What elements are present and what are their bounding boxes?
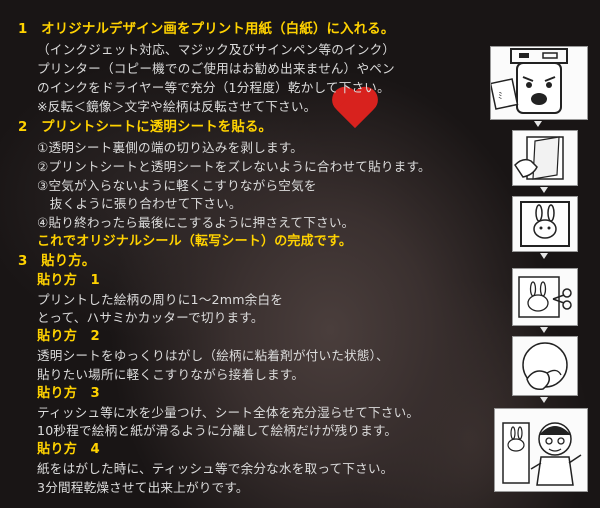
step-2-line: ①透明シート裏側の端の切り込みを剥します。	[37, 140, 304, 155]
method-4-label: 貼り方 4	[37, 442, 100, 457]
svg-text:ﾐ: ﾐ	[498, 92, 503, 102]
method-2-line: 透明シートをゆっくりはがし（絵柄に粘着剤が付いた状態）、	[37, 348, 389, 363]
arrow-down-icon	[540, 253, 548, 259]
step-1-line: プリンター（コピー機でのご使用はお勧め出来ません）やペン	[37, 61, 395, 76]
arrow-down-icon	[540, 187, 548, 193]
step-1-title: 1 オリジナルデザイン画をプリント用紙（白紙）に入れる。	[18, 22, 395, 37]
step-2-line: 抜くように張り合わせて下さい。	[37, 196, 242, 211]
method-3-label: 貼り方 3	[37, 386, 100, 401]
method-1-label: 貼り方 1	[37, 273, 100, 288]
step-2-line: ④貼り終わったら最後にこするように押さえて下さい。	[37, 215, 355, 230]
step-2-line: ③空気が入らないように軽くこすりながら空気を	[37, 178, 317, 193]
printer-with-character-icon: ﾐ	[490, 46, 588, 120]
rabbit-sticker-icon	[512, 196, 578, 252]
step-1-line: のインクをドライヤー等で充分（1分程度）乾かして下さい。	[37, 80, 390, 95]
arrow-down-icon	[534, 121, 542, 127]
arrow-down-icon	[540, 397, 548, 403]
method-3-line: ティッシュ等に水を少量つけ、シート全体を充分湿らせて下さい。	[37, 405, 420, 420]
step-1-line: （インクジェット対応、マジック及びサインペン等のインク）	[37, 42, 396, 57]
method-2-label: 貼り方 2	[37, 329, 100, 344]
step-1-line: ※反転＜鏡像＞文字や絵柄は反転させて下さい。	[37, 99, 317, 114]
step-3-title: 3 貼り方。	[18, 254, 96, 269]
step-2-closing: これでオリジナルシール（転写シート）の完成です。	[37, 234, 353, 249]
peeling-sheet-hand-icon	[512, 130, 578, 186]
method-1-line: プリントした絵柄の周りに1〜2mm余白を	[37, 292, 284, 307]
scissors-cutting-icon	[512, 268, 578, 326]
method-1-line: とって、ハサミかカッターで切ります。	[37, 310, 264, 325]
step-2-title: 2 プリントシートに透明シートを貼る。	[18, 120, 273, 135]
method-3-line: 10秒程で絵柄と紙が滑るように分離して絵柄だけが残ります。	[37, 423, 398, 438]
method-4-line: 3分間程乾燥させて出来上がりです。	[37, 480, 249, 495]
finished-stickers-character-icon	[494, 408, 588, 492]
tissue-wetting-hand-icon	[512, 336, 578, 396]
step-2-line: ②プリントシートと透明シートをズレないように合わせて貼ります。	[37, 159, 431, 174]
method-2-line: 貼りたい場所に軽くこすりながら接着します。	[37, 367, 305, 382]
method-4-line: 紙をはがした時に、ティッシュ等で余分な水を取って下さい。	[37, 461, 394, 476]
arrow-down-icon	[540, 327, 548, 333]
